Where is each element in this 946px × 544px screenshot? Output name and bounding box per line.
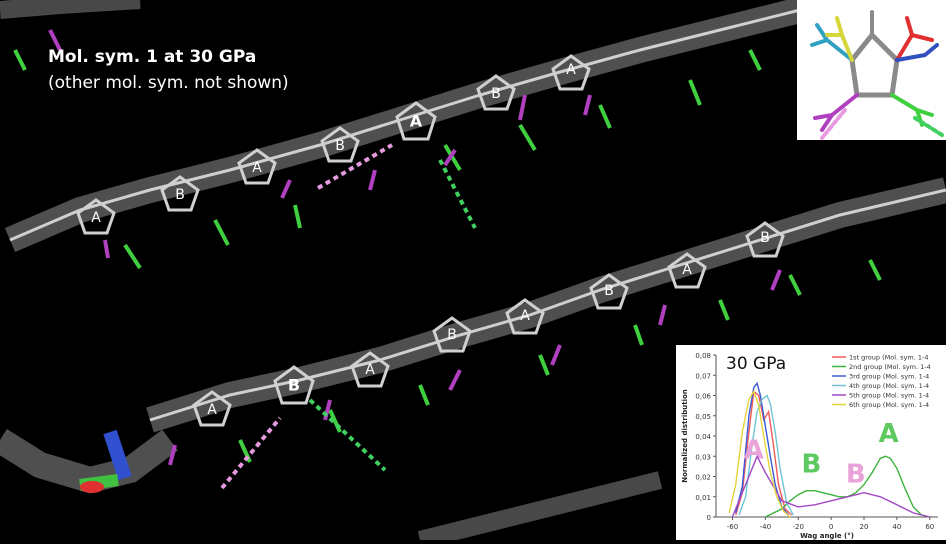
inset-yellow-bond <box>825 16 854 62</box>
peak-annotation: B <box>846 460 866 490</box>
x-tick-label: 60 <box>925 523 934 531</box>
ring-label: B <box>604 283 614 299</box>
x-axis-label: Wag angle (°) <box>800 532 854 540</box>
backbone-chain-upper <box>4 0 804 252</box>
legend-entry: 2nd group (Mol. sym. 1-4 <box>849 363 931 371</box>
ring-label: A <box>520 308 530 324</box>
inset-magenta-bond <box>813 93 859 132</box>
pink-dotted-line-lower <box>220 416 282 490</box>
ring-label: B <box>760 230 770 246</box>
x-tick-label: 40 <box>892 523 901 531</box>
y-tick-label: 0,05 <box>695 413 711 421</box>
inset-ring <box>849 31 900 98</box>
backbone-chain-bottom <box>417 471 663 540</box>
caption-subtitle: (other mol. sym. not shown) <box>48 73 289 93</box>
series-line <box>738 394 794 516</box>
x-tick-label: 20 <box>860 523 869 531</box>
molecule-inset <box>797 0 946 140</box>
x-tick-label: -60 <box>727 523 738 531</box>
caption-title: Mol. sym. 1 at 30 GPa <box>48 47 257 67</box>
backbone-chain-top-left <box>0 0 141 19</box>
legend-entry: 5th group (Mol. sym. 1-4 <box>849 392 929 400</box>
ring-label: B <box>335 138 345 154</box>
ring-label: B <box>175 187 185 203</box>
legend-entry: 4th group (Mol. sym. 1-4 <box>849 382 929 390</box>
ring-label: A <box>91 210 101 226</box>
magenta-bonds-upper <box>48 29 592 259</box>
green-dotted-line-lower <box>308 398 387 472</box>
axis-triad-icon <box>79 429 132 493</box>
peak-annotation: A <box>744 435 764 465</box>
green-bonds-middle <box>238 259 882 463</box>
y-tick-label: 0,01 <box>695 494 711 502</box>
y-tick-label: 0 <box>707 514 711 522</box>
inset-blue-bond <box>895 43 939 62</box>
ring-label: A <box>682 262 692 278</box>
green-bonds-upper <box>13 49 762 270</box>
series-line <box>731 454 930 518</box>
y-axis-label: Normalized distribution <box>681 389 689 483</box>
inset-cyan-bond <box>810 23 854 62</box>
backbone-chain-lower <box>0 428 178 494</box>
x-tick-label: 0 <box>829 523 833 531</box>
green-dotted-line-upper <box>438 159 477 229</box>
magenta-bonds-middle <box>168 269 782 466</box>
ring-label-highlight: A <box>410 112 423 131</box>
y-tick-label: 0,08 <box>695 352 711 360</box>
chart-title: 30 GPa <box>726 354 786 374</box>
ring-label: A <box>566 62 576 78</box>
y-tick-label: 0,04 <box>695 433 711 441</box>
peak-annotation: A <box>879 419 899 449</box>
legend-entry: 1st group (Mol. sym. 1-4 <box>849 354 928 362</box>
y-tick-label: 0,06 <box>695 393 711 401</box>
legend-entry: 3rd group (Mol. sym. 1-4 <box>849 373 929 381</box>
ring-label-highlight: B <box>288 376 300 395</box>
peak-annotation: B <box>801 449 821 479</box>
backbone-chain-upper-core <box>9 8 801 242</box>
y-tick-label: 0,02 <box>695 474 711 482</box>
x-tick-label: -40 <box>760 523 771 531</box>
ring-outlines <box>76 54 785 427</box>
series-line <box>764 455 930 518</box>
inset-red-bond <box>895 16 934 62</box>
ring-label: A <box>365 362 375 378</box>
ring-label: A <box>252 160 262 176</box>
ring-label: A <box>207 402 217 418</box>
ring-label: B <box>447 327 457 343</box>
y-tick-label: 0,07 <box>695 372 711 380</box>
inset-green-dotted <box>913 116 944 137</box>
y-tick-label: 0,03 <box>695 453 711 461</box>
inset-pink-dotted <box>820 108 847 140</box>
ring-label: B <box>491 86 501 102</box>
x-tick-label: -20 <box>793 523 804 531</box>
legend-entry: 6th group (Mol. sym. 1-4 <box>849 401 929 409</box>
inset-green-bond <box>890 93 934 127</box>
wag-angle-chart: 0 0,01 0,02 0,03 0,04 0,05 0,06 0,07 0,08 -60 -40 -… <box>676 345 946 540</box>
series-line <box>728 389 791 518</box>
